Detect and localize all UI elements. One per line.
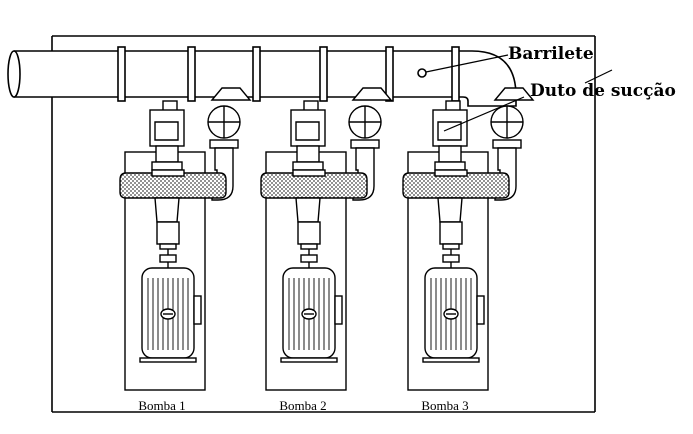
pump-casing xyxy=(260,172,368,199)
pump-unit-1: Bomba 1 xyxy=(119,87,252,413)
pump-label-2: Bomba 2 xyxy=(279,398,326,413)
pump-label-1: Bomba 1 xyxy=(138,398,185,413)
label-leaders xyxy=(425,54,613,132)
room-frame xyxy=(51,35,596,413)
pump-label-3: Bomba 3 xyxy=(421,398,468,413)
suction-duct-label: Duto de sucção xyxy=(530,81,676,101)
pump-unit-2: Bomba 2 xyxy=(260,87,393,413)
pump-casing xyxy=(119,172,227,199)
header-label: Barrilete xyxy=(508,44,594,64)
header-pipe xyxy=(7,46,517,107)
pump-units: Bomba 1 Bomba 2 Bomba 3 xyxy=(119,87,535,413)
pump-unit-3: Bomba 3 xyxy=(402,87,535,413)
pump-casing xyxy=(402,172,510,199)
